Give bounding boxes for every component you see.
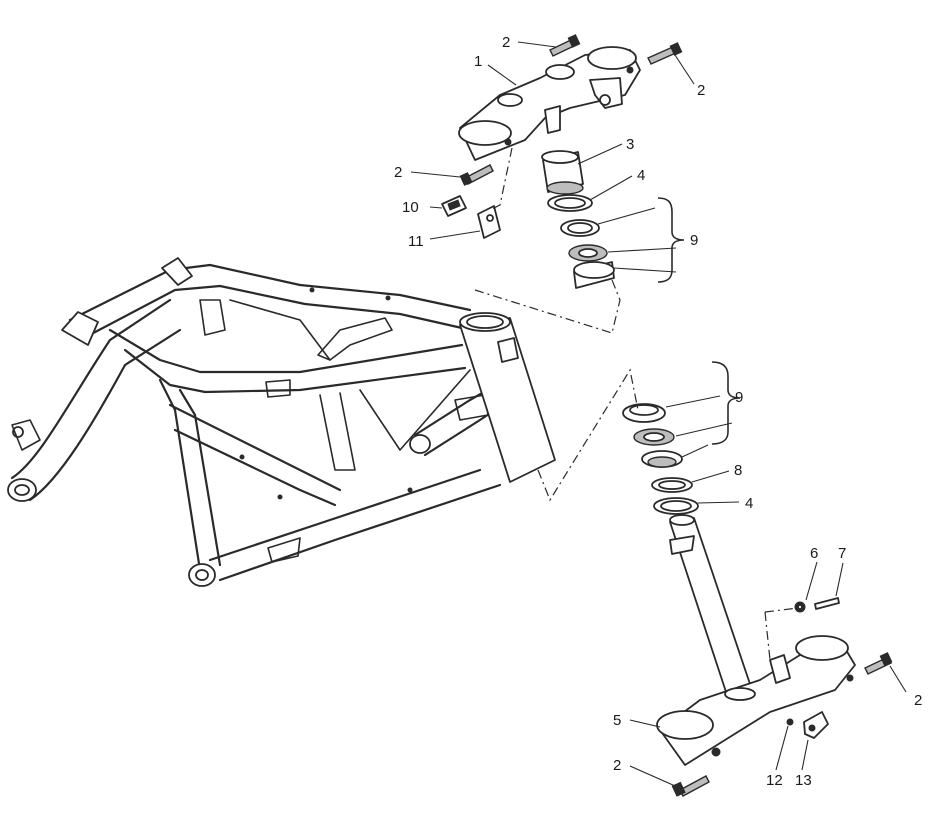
callout-12: 12 (766, 772, 783, 789)
bolt-top-left (549, 34, 581, 57)
callout-2-top-right: 2 (697, 82, 705, 99)
callout-13: 13 (795, 772, 812, 789)
washer-bottom (653, 497, 699, 515)
callout-4-top: 4 (637, 167, 645, 184)
callout-1: 1 (474, 53, 482, 70)
bolt-lower-right (864, 652, 893, 675)
callout-3: 3 (626, 136, 634, 153)
callout-9-bottom: 9 (735, 389, 743, 406)
callout-6: 6 (810, 545, 818, 562)
bolt-top-right (647, 42, 683, 65)
callout-10: 10 (402, 199, 419, 216)
callout-4-bottom: 4 (745, 495, 753, 512)
cable-clip (477, 205, 501, 239)
clamp-13 (803, 711, 829, 739)
callout-2-lower-left: 2 (613, 757, 621, 774)
center-lines (474, 147, 799, 661)
callout-2-left: 2 (394, 164, 402, 181)
brace-9-top (657, 197, 685, 283)
callout-8: 8 (734, 462, 742, 479)
small-nut-12 (786, 718, 794, 726)
upper-triple-clamp (458, 46, 641, 161)
nut-small (794, 601, 806, 613)
callout-2-top-left: 2 (502, 34, 510, 51)
leader-lines (410, 41, 907, 790)
bearing-bottom (622, 403, 683, 468)
washer-top (547, 194, 593, 212)
callout-7: 7 (838, 545, 846, 562)
bolt-left-yoke (459, 164, 494, 186)
bolt-lower-left (671, 775, 710, 797)
pin (814, 597, 840, 610)
callout-9-top: 9 (690, 232, 698, 249)
callout-11: 11 (408, 233, 424, 250)
callout-5: 5 (613, 712, 621, 729)
lower-triple-clamp (656, 514, 856, 766)
frame (7, 257, 556, 587)
seal-ring (651, 477, 693, 493)
callout-2-lower-right: 2 (914, 692, 922, 709)
rubber-grommet (441, 195, 467, 217)
brace-9-bottom (711, 361, 741, 445)
bearing-top (560, 219, 615, 289)
ring-nut (541, 150, 584, 195)
